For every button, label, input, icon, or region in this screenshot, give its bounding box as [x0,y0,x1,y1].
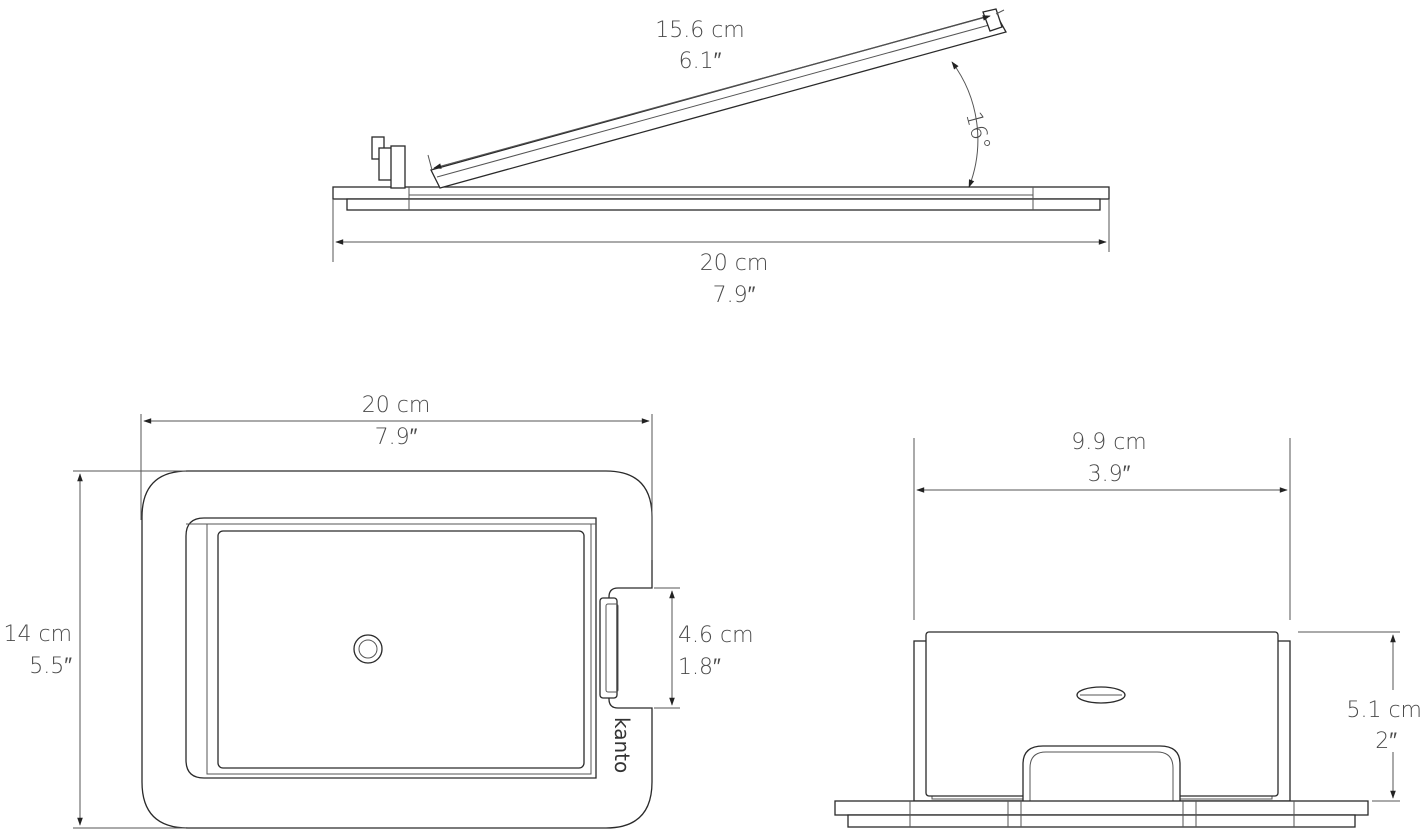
plate-length-cm-label: 15.6 cm [655,18,745,43]
top-depth-cm-label: 14 cm [3,622,72,647]
front-hole [1076,686,1126,704]
front-base [834,800,1369,816]
front-clip [1022,745,1181,809]
front-height-cm-label: 5.1 cm [1346,698,1422,723]
center-hole [353,634,383,664]
side-view: 15.6 cm 6.1″ 16° 20 cm 7.9″ [332,8,1110,308]
plate-length-in-label: 6.1″ [679,49,722,74]
side-base-bottom [346,198,1101,211]
front-width-in-label: 3.9″ [1088,462,1131,487]
angle-label: 16° [960,109,994,153]
side-base-plate [332,186,1110,200]
slot-clip [599,597,618,699]
top-depth-in-label: 5.5″ [29,654,72,679]
slot-in-label: 1.8″ [678,655,721,680]
base-length-cm-label: 20 cm [700,251,769,276]
front-view: 9.9 cm 3.9″ 5.1 cm 2″ [834,430,1422,828]
top-width-in-label: 7.9″ [375,425,418,450]
angle-arc [951,61,979,188]
slot-cm-label: 4.6 cm [678,623,754,648]
front-height-in-label: 2″ [1375,729,1397,754]
front-width-cm-label: 9.9 cm [1071,430,1147,455]
top-width-cm-label: 20 cm [362,393,431,418]
plate-dimension-line [433,15,991,169]
top-tray-outline [185,517,597,779]
top-view: kanto 20 cm 7.9″ 14 cm 5.5″ 4.6 cm 1.8″ [3,393,754,829]
base-length-in-label: 7.9″ [713,283,756,308]
top-plate [217,530,585,769]
kanto-logo: kanto [610,717,634,773]
